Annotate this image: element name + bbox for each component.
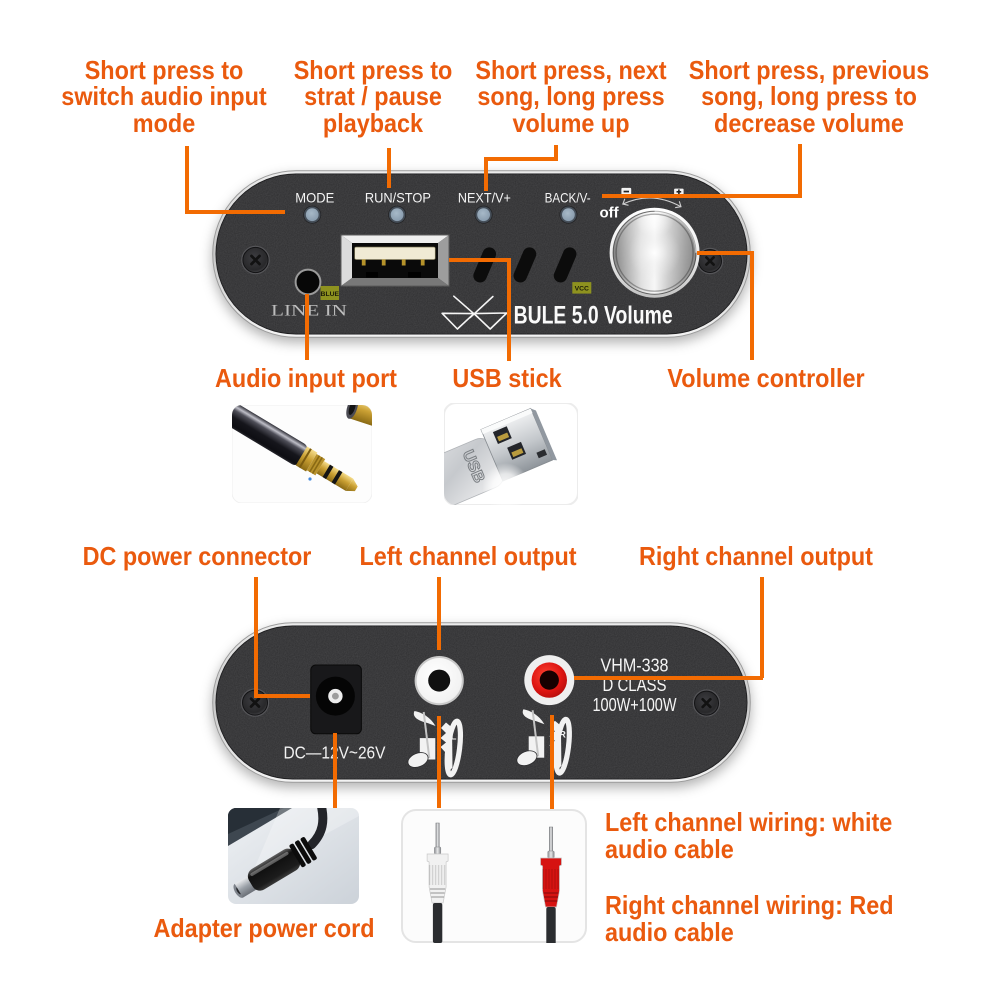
svg-text:LINE IN: LINE IN	[271, 303, 348, 320]
svg-text:BLUE: BLUE	[321, 291, 340, 298]
svg-text:L: L	[450, 731, 456, 742]
svg-text:RUN/STOP: RUN/STOP	[365, 190, 431, 206]
svg-text:MODE: MODE	[295, 190, 334, 206]
svg-text:VHM-338: VHM-338	[600, 654, 668, 675]
svg-text:BULE 5.0 Volume: BULE 5.0 Volume	[514, 302, 673, 330]
svg-text:R: R	[558, 729, 565, 740]
svg-text:100W+100W: 100W+100W	[592, 694, 676, 715]
svg-text:off: off	[600, 205, 620, 222]
svg-text:BACK/V-: BACK/V-	[545, 190, 591, 206]
svg-text:NEXT/V+: NEXT/V+	[458, 190, 511, 206]
svg-text:VCC: VCC	[575, 286, 589, 293]
